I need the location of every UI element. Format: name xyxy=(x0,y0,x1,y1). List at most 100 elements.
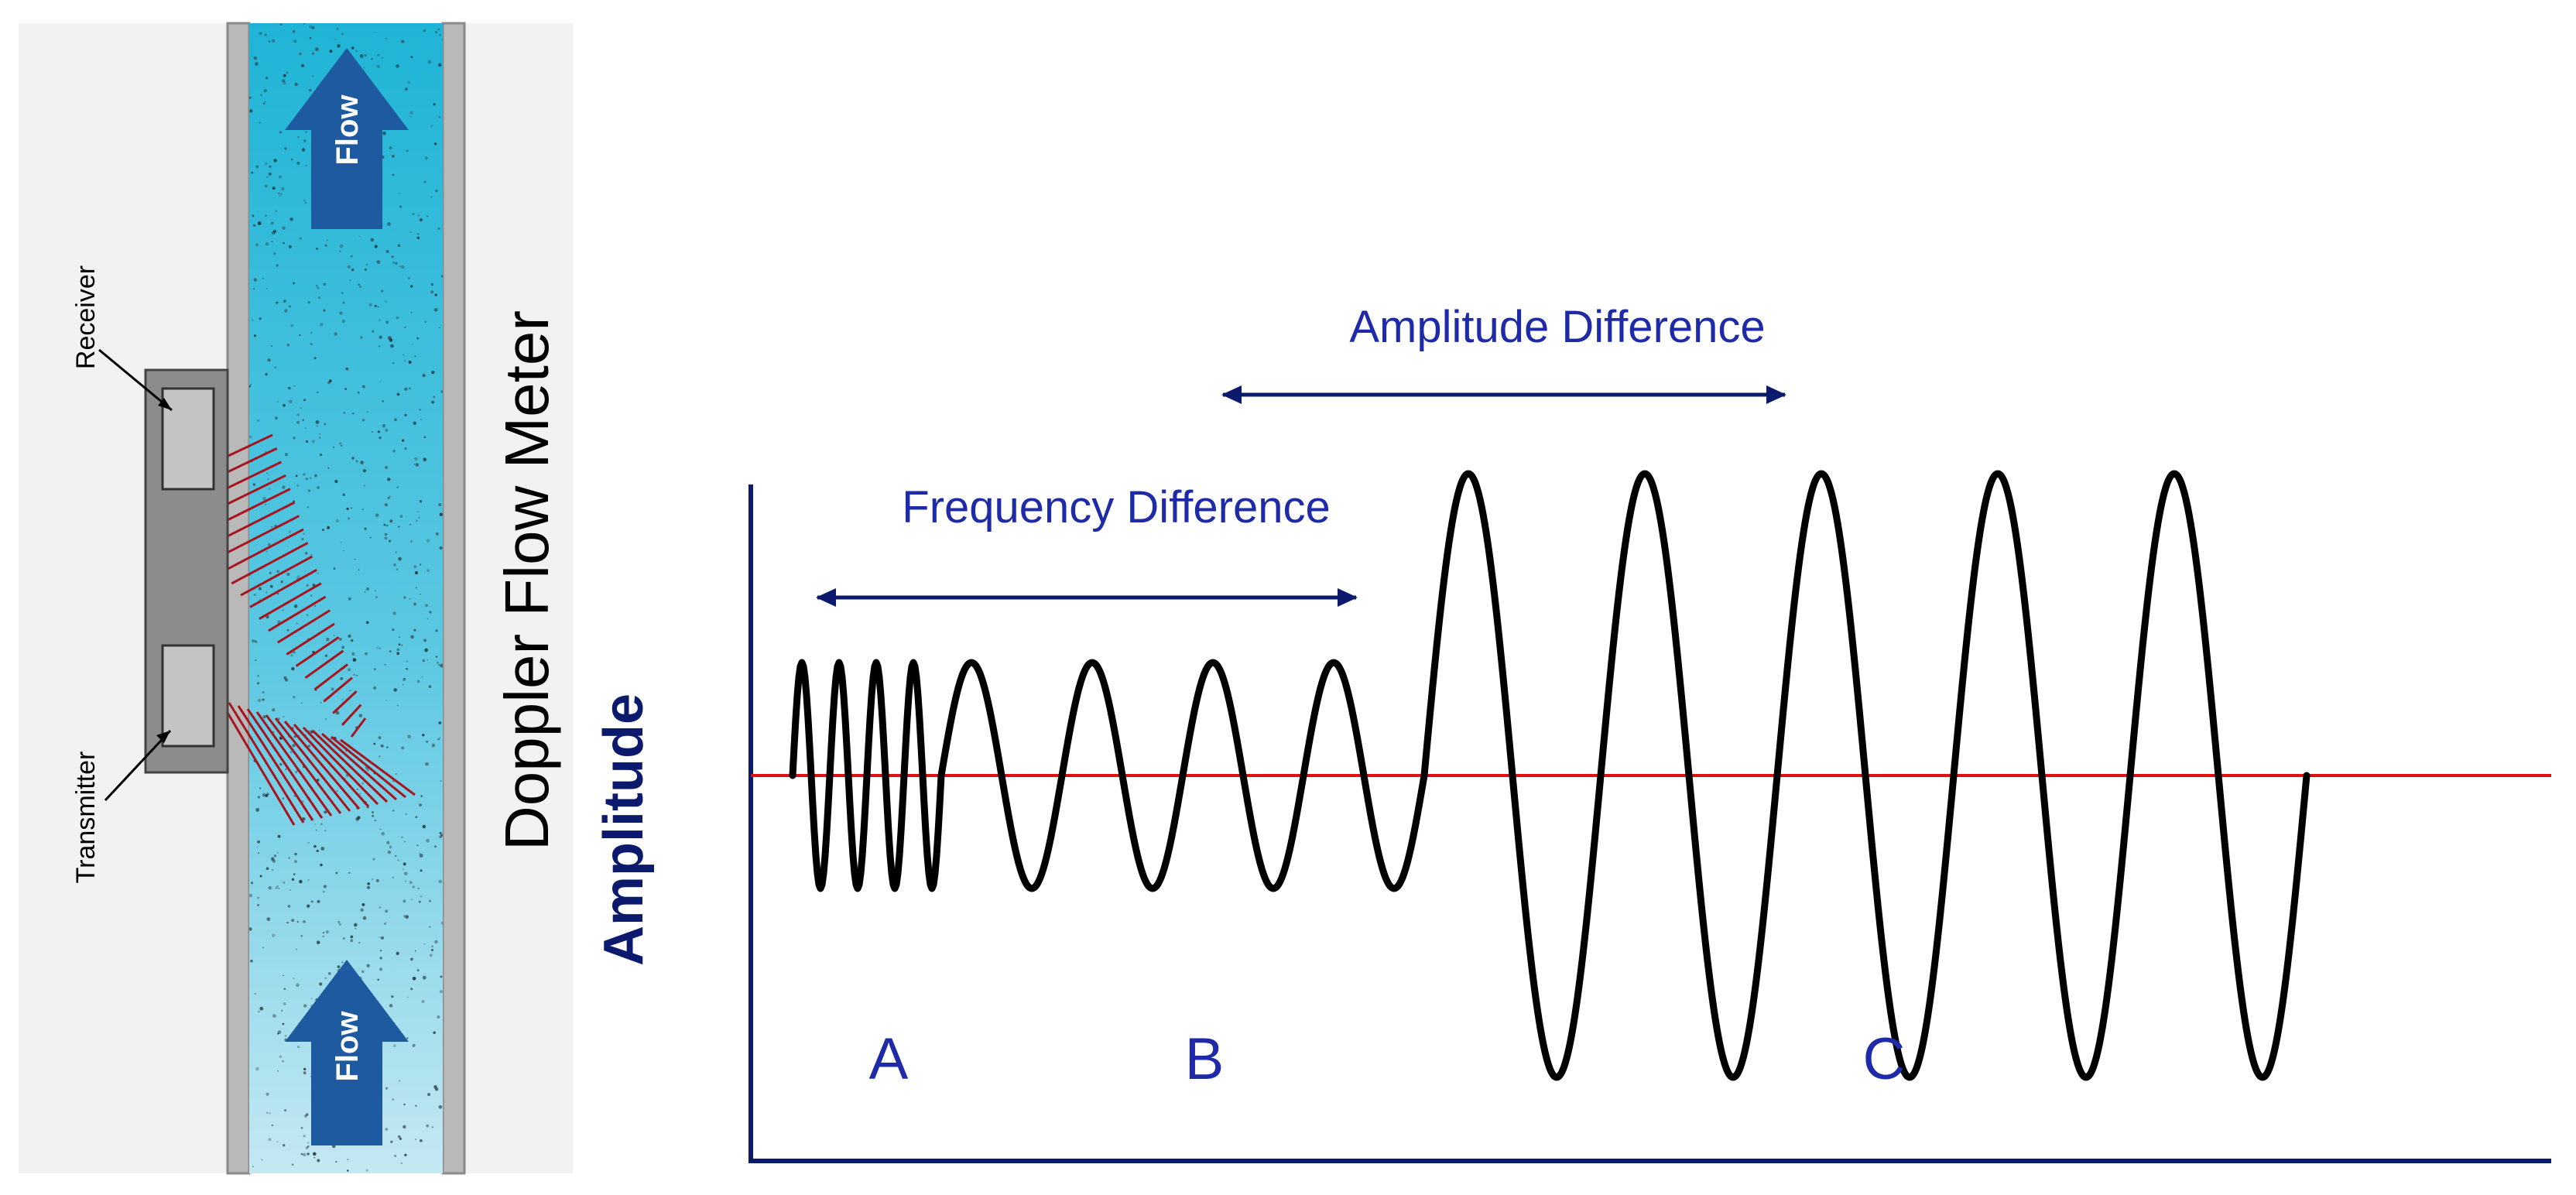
fluid-particle xyxy=(422,734,425,737)
fluid-particle xyxy=(327,467,330,469)
frequency-difference-annotation: Frequency Difference xyxy=(816,482,1358,607)
fluid-particle xyxy=(370,238,375,242)
fluid-particle xyxy=(257,675,259,677)
fluid-particle xyxy=(405,880,407,882)
fluid-particle xyxy=(249,927,252,931)
fluid-particle xyxy=(265,615,269,619)
fluid-particle xyxy=(395,773,397,776)
fluid-particle xyxy=(295,474,298,478)
fluid-particle xyxy=(269,165,272,168)
fluid-particle xyxy=(272,869,274,871)
fluid-particle xyxy=(385,909,389,913)
fluid-particle xyxy=(380,936,385,940)
fluid-particle xyxy=(372,330,375,333)
beam-hatch-line xyxy=(340,738,416,796)
fluid-particle xyxy=(333,446,335,448)
fluid-particle xyxy=(351,46,355,50)
fluid-particle xyxy=(290,324,294,327)
fluid-particle xyxy=(293,860,298,864)
fluid-particle xyxy=(429,954,433,957)
fluid-particle xyxy=(394,418,397,422)
receiver-leader-line xyxy=(98,348,173,412)
fluid-particle xyxy=(317,1159,320,1162)
fluid-particle xyxy=(341,292,344,294)
fluid-particle xyxy=(279,762,283,766)
fluid-particle xyxy=(431,370,435,375)
fluid-particle xyxy=(310,332,313,334)
signal-plot: Amplitude Frequency Difference Amplitude… xyxy=(593,302,2551,1163)
fluid-particle xyxy=(426,838,430,843)
fluid-particle xyxy=(392,628,395,632)
fluid-particle xyxy=(277,192,280,195)
fluid-particle xyxy=(320,701,322,704)
fluid-particle xyxy=(253,278,258,282)
fluid-particle xyxy=(344,388,348,391)
fluid-particle xyxy=(364,591,366,593)
fluid-particle xyxy=(283,715,285,717)
fluid-particle xyxy=(392,611,396,615)
fluid-particle xyxy=(390,344,394,348)
fluid-particle xyxy=(433,395,436,399)
fluid-particle xyxy=(364,53,368,57)
fluid-particle xyxy=(282,609,284,611)
fluid-particle xyxy=(418,517,420,519)
fluid-particle xyxy=(438,721,442,724)
fluid-particle xyxy=(403,915,406,917)
fluid-particle xyxy=(379,906,382,909)
fluid-particle xyxy=(377,53,380,56)
fluid-particle xyxy=(350,935,354,939)
fluid-particle xyxy=(434,142,437,146)
fluid-particle xyxy=(283,1144,286,1147)
fluid-particle xyxy=(348,597,351,601)
beam-hatch-line xyxy=(304,649,344,680)
fluid-particle xyxy=(439,546,443,550)
fluid-particle xyxy=(303,139,307,142)
fluid-particle xyxy=(276,1141,279,1142)
fluid-particle xyxy=(386,746,389,748)
fluid-particle xyxy=(396,64,399,68)
fluid-particle xyxy=(401,39,405,43)
fluid-particle xyxy=(269,488,271,490)
fluid-particle xyxy=(426,539,430,543)
fluid-particle xyxy=(322,529,324,532)
fluid-particle xyxy=(252,319,254,321)
fluid-particle xyxy=(342,937,345,940)
fluid-particle xyxy=(340,677,344,680)
fluid-particle xyxy=(288,245,292,248)
fluid-particle xyxy=(282,485,286,489)
fluid-particle xyxy=(283,403,286,407)
fluid-particle xyxy=(300,702,303,704)
fluid-particle xyxy=(314,605,316,607)
fluid-particle xyxy=(249,435,252,439)
fluid-particle xyxy=(293,795,296,797)
fluid-particle xyxy=(440,390,443,393)
fluid-particle xyxy=(292,744,296,748)
fluid-particle xyxy=(405,813,407,816)
fluid-particle xyxy=(302,1152,307,1157)
fluid-particle xyxy=(261,1159,263,1161)
fluid-particle xyxy=(311,26,315,29)
fluid-particle xyxy=(286,344,290,347)
fluid-particle xyxy=(249,109,253,113)
amplitude-difference-label: Amplitude Difference xyxy=(1349,302,1765,352)
fluid-particle xyxy=(284,147,287,150)
fluid-particle xyxy=(341,33,344,36)
fluid-particle xyxy=(326,239,328,241)
fluid-particle xyxy=(385,249,389,254)
fluid-particle xyxy=(415,587,418,589)
fluid-particle xyxy=(410,285,413,288)
fluid-particle xyxy=(253,334,256,337)
fluid-particle xyxy=(404,413,407,417)
fluid-particle xyxy=(276,593,279,595)
fluid-particle xyxy=(386,841,390,844)
fluid-particle xyxy=(262,715,266,719)
fluid-particle xyxy=(396,648,400,652)
fluid-particle xyxy=(434,293,437,296)
fluid-particle xyxy=(283,676,287,680)
fluid-particle xyxy=(402,868,404,870)
fluid-particle xyxy=(301,538,304,541)
fluid-particle xyxy=(378,736,382,740)
fluid-particle xyxy=(283,974,285,977)
fluid-particle xyxy=(387,851,392,854)
fluid-particle xyxy=(282,1022,285,1026)
